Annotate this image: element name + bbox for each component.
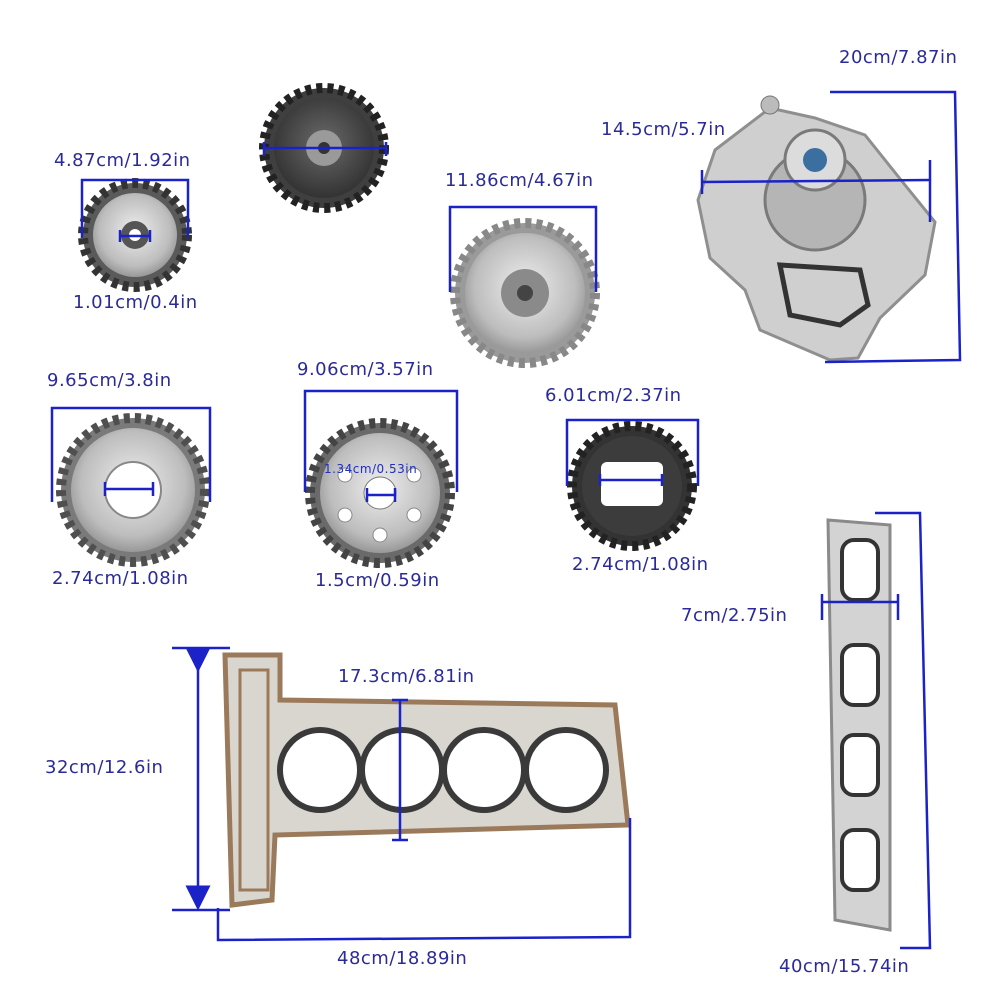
cam-sprocket-outer-label: 9.06cm/3.57in: [297, 359, 434, 380]
cam-sprocket-dimension-lines: [303, 389, 459, 502]
cam-sprocket-inner-label: 1.34cm/0.53in: [324, 462, 418, 476]
head-gasket-bore-label: 17.3cm/6.81in: [338, 666, 475, 687]
exhaust-gasket-width-label: 7cm/2.75in: [681, 605, 788, 626]
crank-gear-bore-label: 2.74cm/1.08in: [52, 568, 189, 589]
small-sprocket-bore-label: 1.01cm/0.4in: [73, 292, 198, 313]
crank-sprocket-dimension-lines: [565, 418, 700, 486]
crank-sprocket: [567, 421, 697, 551]
exhaust-gasket: [826, 518, 892, 932]
exhaust-gasket-length-label: 40cm/15.74in: [779, 956, 910, 977]
water-pump-height-label: 20cm/7.87in: [839, 47, 958, 68]
actuator-dimension-line: [262, 142, 388, 156]
crank-sprocket-bore-label: 2.74cm/1.08in: [572, 554, 709, 575]
head-gasket-width-label: 48cm/18.89in: [337, 948, 468, 969]
crank-gear-outer-label: 9.65cm/3.8in: [47, 370, 172, 391]
small-sprocket-dimension-lines: [80, 178, 190, 242]
camshaft-gear-dimension-lines: [448, 205, 598, 292]
exhaust-gasket-dimension-lines: [820, 511, 932, 950]
camshaft-gear-outer-label: 11.86cm/4.67in: [445, 170, 594, 191]
head-gasket-height-label: 32cm/12.6in: [45, 757, 164, 778]
cam-sprocket-holes: [305, 418, 455, 568]
head-gasket-dimension-lines: [172, 646, 632, 942]
camshaft-gear-large: [450, 218, 600, 368]
small-sprocket-outer-label: 4.87cm/1.92in: [54, 150, 191, 171]
water-pump: [696, 95, 937, 362]
crank-gear-dimension-lines: [50, 406, 212, 502]
cam-sprocket-bore-label: 1.5cm/0.59in: [315, 570, 440, 591]
crank-sprocket-outer-label: 6.01cm/2.37in: [545, 385, 682, 406]
water-pump-width-label: 14.5cm/5.7in: [601, 119, 726, 140]
water-pump-dimension-lines: [700, 90, 962, 364]
head-gasket: [222, 652, 631, 908]
